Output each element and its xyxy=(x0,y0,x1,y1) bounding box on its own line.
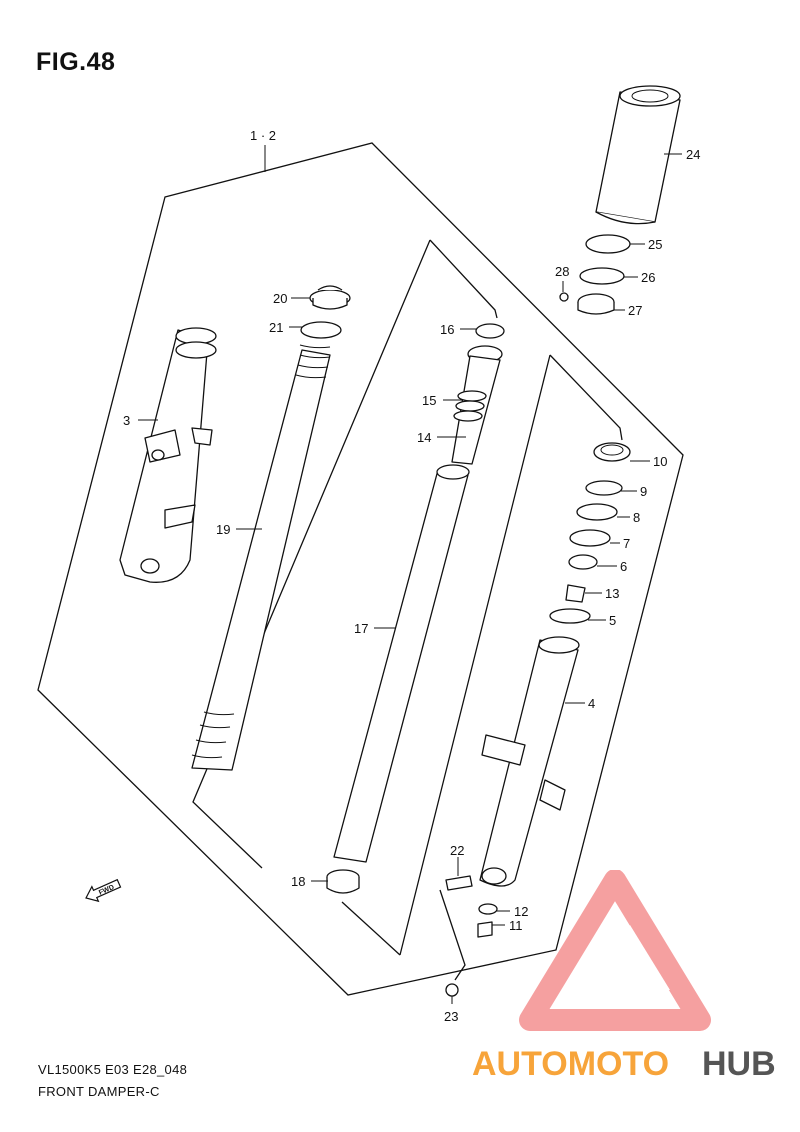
watermark-logo: AUTOMOTO HUB xyxy=(472,870,776,1083)
outer-tube-left-part xyxy=(119,327,217,583)
callout-7: 7 xyxy=(623,536,630,551)
leader-lines xyxy=(138,153,682,1004)
callout-23: 23 xyxy=(444,1009,458,1024)
callout-26: 26 xyxy=(641,270,655,285)
callout-8: 8 xyxy=(633,510,640,525)
watermark-text-a: AUTOMOTO xyxy=(472,1045,669,1083)
callout-10: 10 xyxy=(653,454,667,469)
callout-18: 18 xyxy=(291,874,305,889)
clamp-part xyxy=(577,293,615,315)
seal-stack-parts xyxy=(549,442,631,624)
callout-20: 20 xyxy=(273,291,287,306)
callout-5: 5 xyxy=(609,613,616,628)
damper-rod-part xyxy=(451,345,503,465)
cylinder-group-frame xyxy=(549,354,623,441)
plug-23-part xyxy=(445,983,459,997)
figure-title: FIG.48 xyxy=(36,48,116,76)
callout-22: 22 xyxy=(450,843,464,858)
outer-tube-right-part xyxy=(479,636,580,887)
bushing-part xyxy=(326,869,360,894)
callout-4: 4 xyxy=(588,696,595,711)
o-ring-part xyxy=(300,321,342,339)
callout-27: 27 xyxy=(628,303,642,318)
callout-19: 19 xyxy=(216,522,230,537)
bolt-22-part xyxy=(445,875,473,891)
fork-spring-part xyxy=(191,344,331,771)
callout-28: 28 xyxy=(555,264,569,279)
callout-15: 15 xyxy=(422,393,436,408)
washer-ring-part xyxy=(579,267,625,285)
callout-21: 21 xyxy=(269,320,283,335)
bolt-group-frame xyxy=(439,889,466,981)
callout-17: 17 xyxy=(354,621,368,636)
callout-11: 11 xyxy=(509,918,523,933)
callout-24: 24 xyxy=(686,147,700,162)
callout-3: 3 xyxy=(123,413,130,428)
callout-6: 6 xyxy=(620,559,627,574)
callout-25: 25 xyxy=(648,237,662,252)
watermark-text-b: HUB xyxy=(702,1045,776,1083)
callout-14: 14 xyxy=(417,430,431,445)
fork-boot-part xyxy=(595,85,681,225)
fwd-direction-badge: FWD xyxy=(85,878,122,903)
footer-model-code: VL1500K5 E03 E28_048 xyxy=(38,1062,188,1077)
callout-12: 12 xyxy=(514,904,528,919)
cap-bolt-part xyxy=(309,285,351,310)
fwd-label: FWD xyxy=(98,884,115,897)
callout-9: 9 xyxy=(640,484,647,499)
assembly-outline xyxy=(37,142,684,996)
gasket-12-part xyxy=(478,903,498,915)
callout-labels: 1 · 2 3 4 5 6 7 8 9 10 11 12 13 14 15 16… xyxy=(123,128,700,1024)
inner-tube-part xyxy=(333,464,470,863)
clamp-screw-part xyxy=(559,292,569,302)
callout-13: 13 xyxy=(605,586,619,601)
drain-bolt-11-part xyxy=(477,921,493,938)
ring-nut-part xyxy=(585,234,631,254)
footer-diagram-name: FRONT DAMPER-C xyxy=(38,1084,160,1099)
stopper-ring-part xyxy=(475,323,505,339)
callout-1-2: 1 · 2 xyxy=(250,128,276,143)
callout-16: 16 xyxy=(440,322,454,337)
spring-group-frame xyxy=(429,239,498,319)
